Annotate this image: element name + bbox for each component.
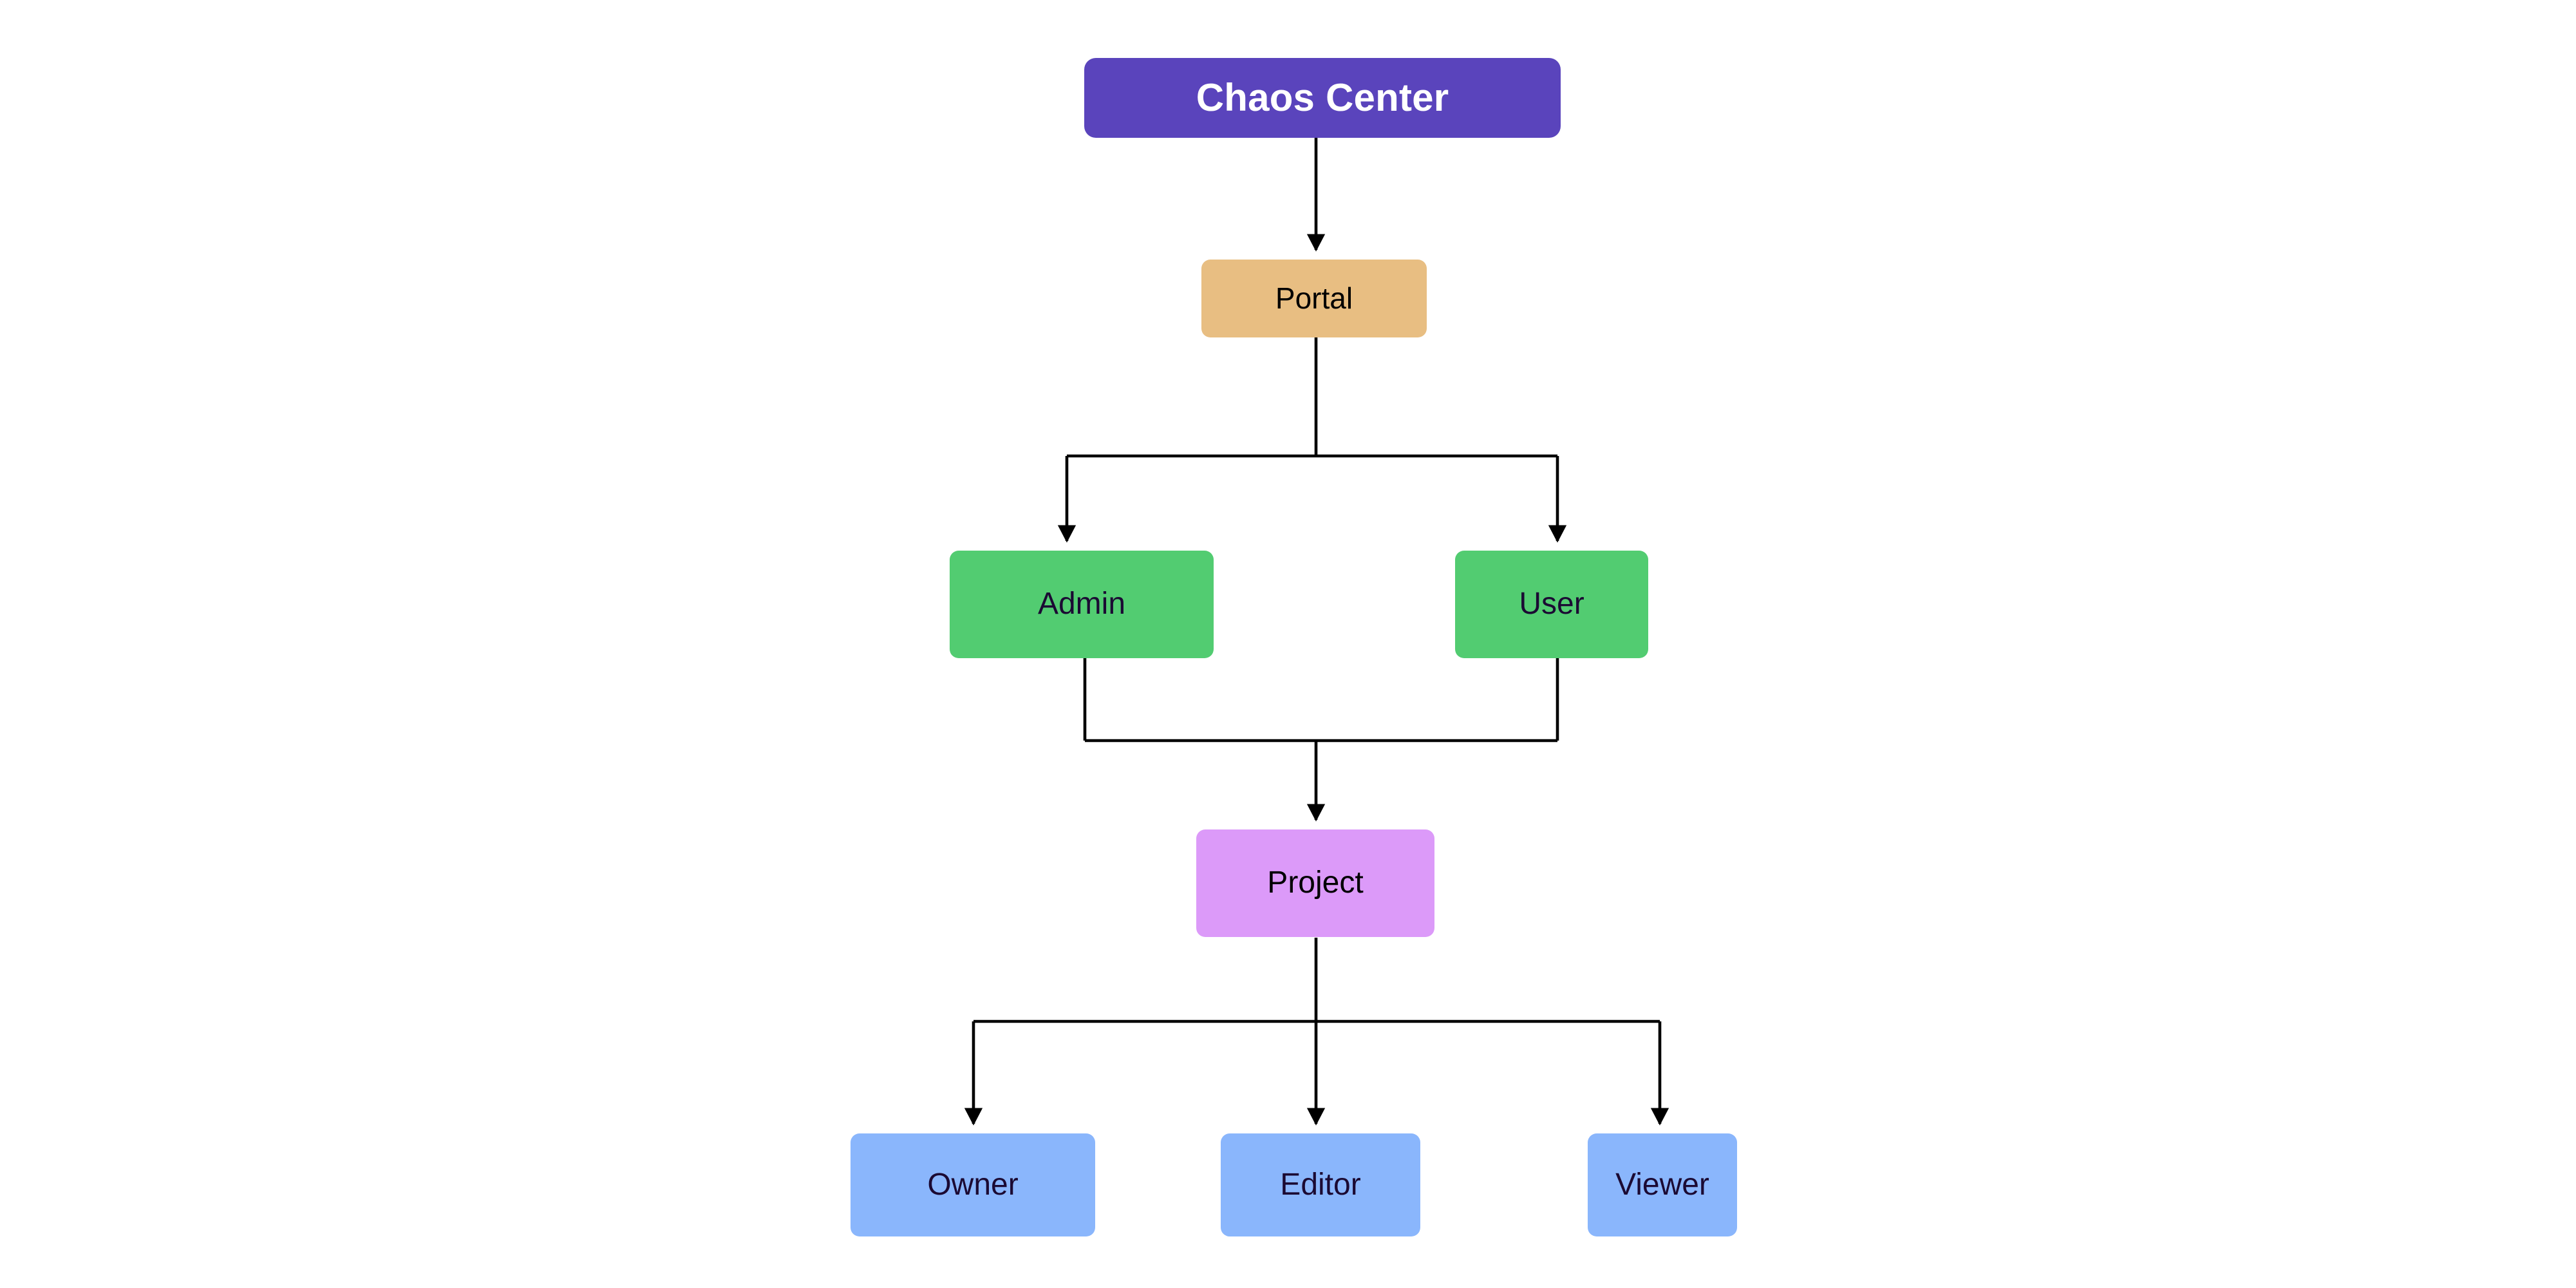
- node-viewer-label: Viewer: [1615, 1167, 1709, 1202]
- node-owner[interactable]: Owner: [851, 1133, 1095, 1236]
- node-project[interactable]: Project: [1196, 829, 1434, 937]
- node-viewer[interactable]: Viewer: [1588, 1133, 1737, 1236]
- node-user-label: User: [1519, 587, 1584, 621]
- node-chaos-center[interactable]: Chaos Center: [1084, 58, 1561, 138]
- node-user[interactable]: User: [1455, 551, 1648, 658]
- node-project-label: Project: [1267, 866, 1364, 900]
- node-admin-label: Admin: [1037, 587, 1126, 621]
- node-chaos-center-label: Chaos Center: [1196, 76, 1449, 119]
- node-admin[interactable]: Admin: [950, 551, 1214, 658]
- node-editor[interactable]: Editor: [1221, 1133, 1420, 1236]
- node-editor-label: Editor: [1280, 1167, 1361, 1202]
- node-portal-label: Portal: [1275, 281, 1353, 316]
- node-owner-label: Owner: [927, 1167, 1019, 1202]
- node-portal[interactable]: Portal: [1201, 260, 1427, 337]
